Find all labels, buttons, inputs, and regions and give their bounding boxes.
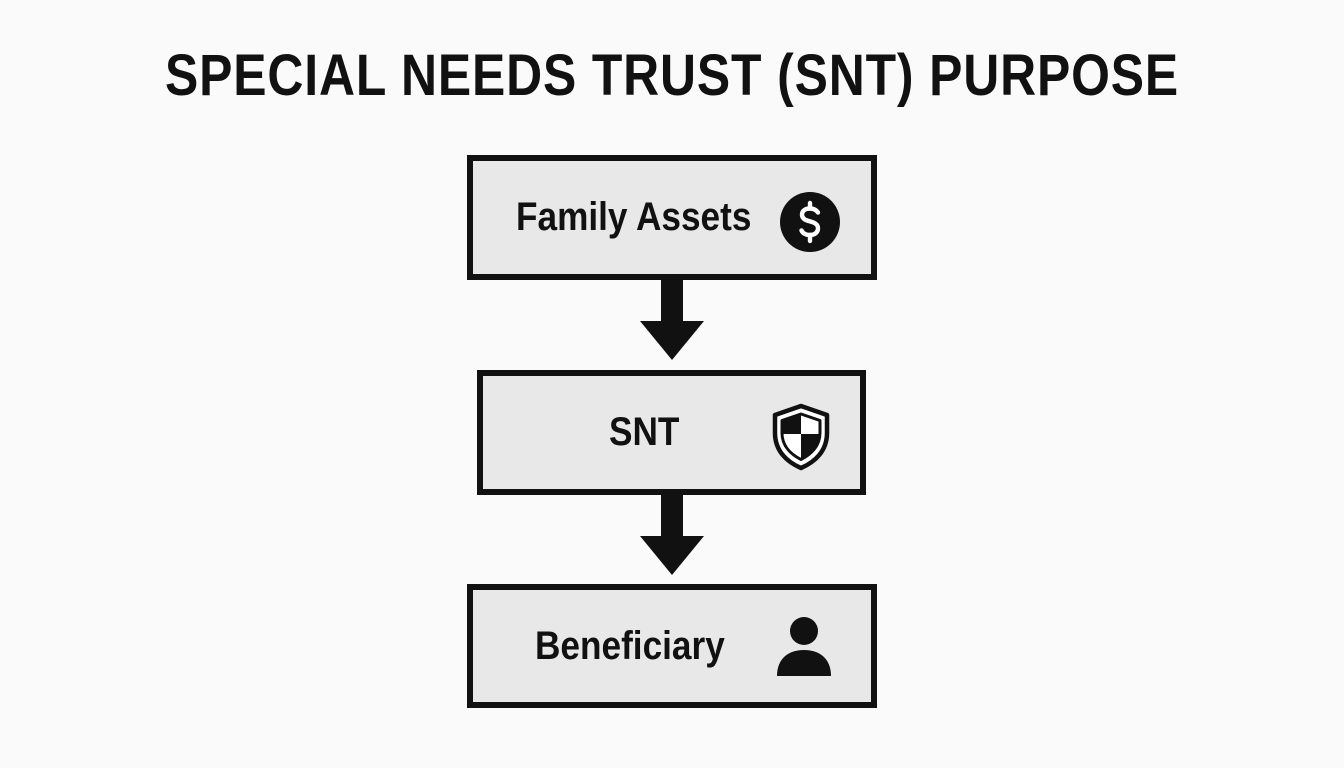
dollar-icon: [780, 192, 840, 252]
shield-icon: [772, 403, 830, 471]
arrow-down: [640, 279, 704, 360]
diagram-title: SPECIAL NEEDS TRUST (SNT) PURPOSE: [164, 43, 1180, 108]
node-beneficiary: Beneficiary: [467, 584, 877, 708]
node-label: SNT: [609, 410, 680, 454]
node-label: Beneficiary: [535, 623, 725, 668]
person-icon: [777, 617, 831, 676]
node-family-assets: Family Assets: [467, 155, 877, 280]
arrow-down: [640, 494, 704, 575]
node-label: Family Assets: [516, 195, 752, 239]
node-snt: SNT: [477, 370, 866, 495]
